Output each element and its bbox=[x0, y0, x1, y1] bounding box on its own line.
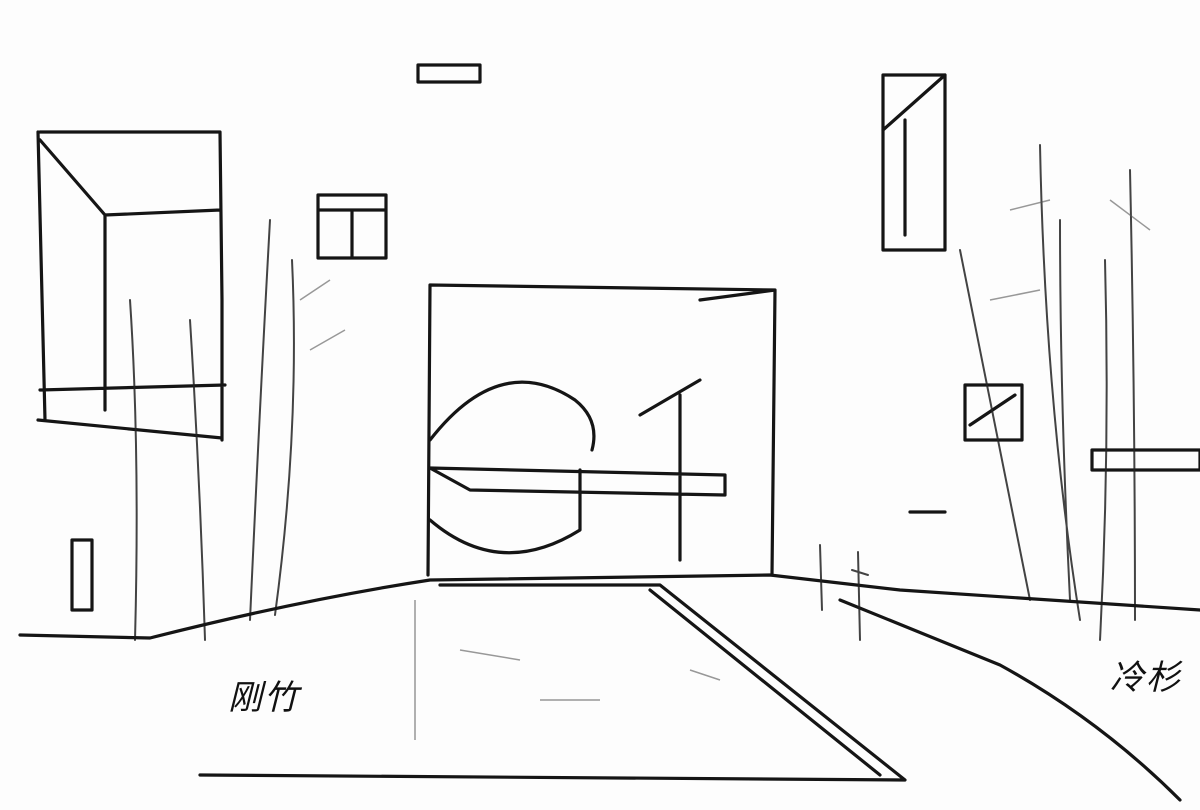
ground-and-pool bbox=[18, 573, 1200, 802]
right-building bbox=[908, 383, 1200, 514]
floating-window-boxes bbox=[316, 63, 947, 260]
trees bbox=[129, 144, 1151, 641]
central-cube-building bbox=[426, 283, 777, 577]
handwritten-label-bamboo: 刚竹 bbox=[228, 678, 300, 718]
handwritten-label-fir: 冷杉 bbox=[1110, 658, 1182, 698]
human-figures bbox=[819, 544, 869, 641]
left-building bbox=[36, 130, 227, 612]
